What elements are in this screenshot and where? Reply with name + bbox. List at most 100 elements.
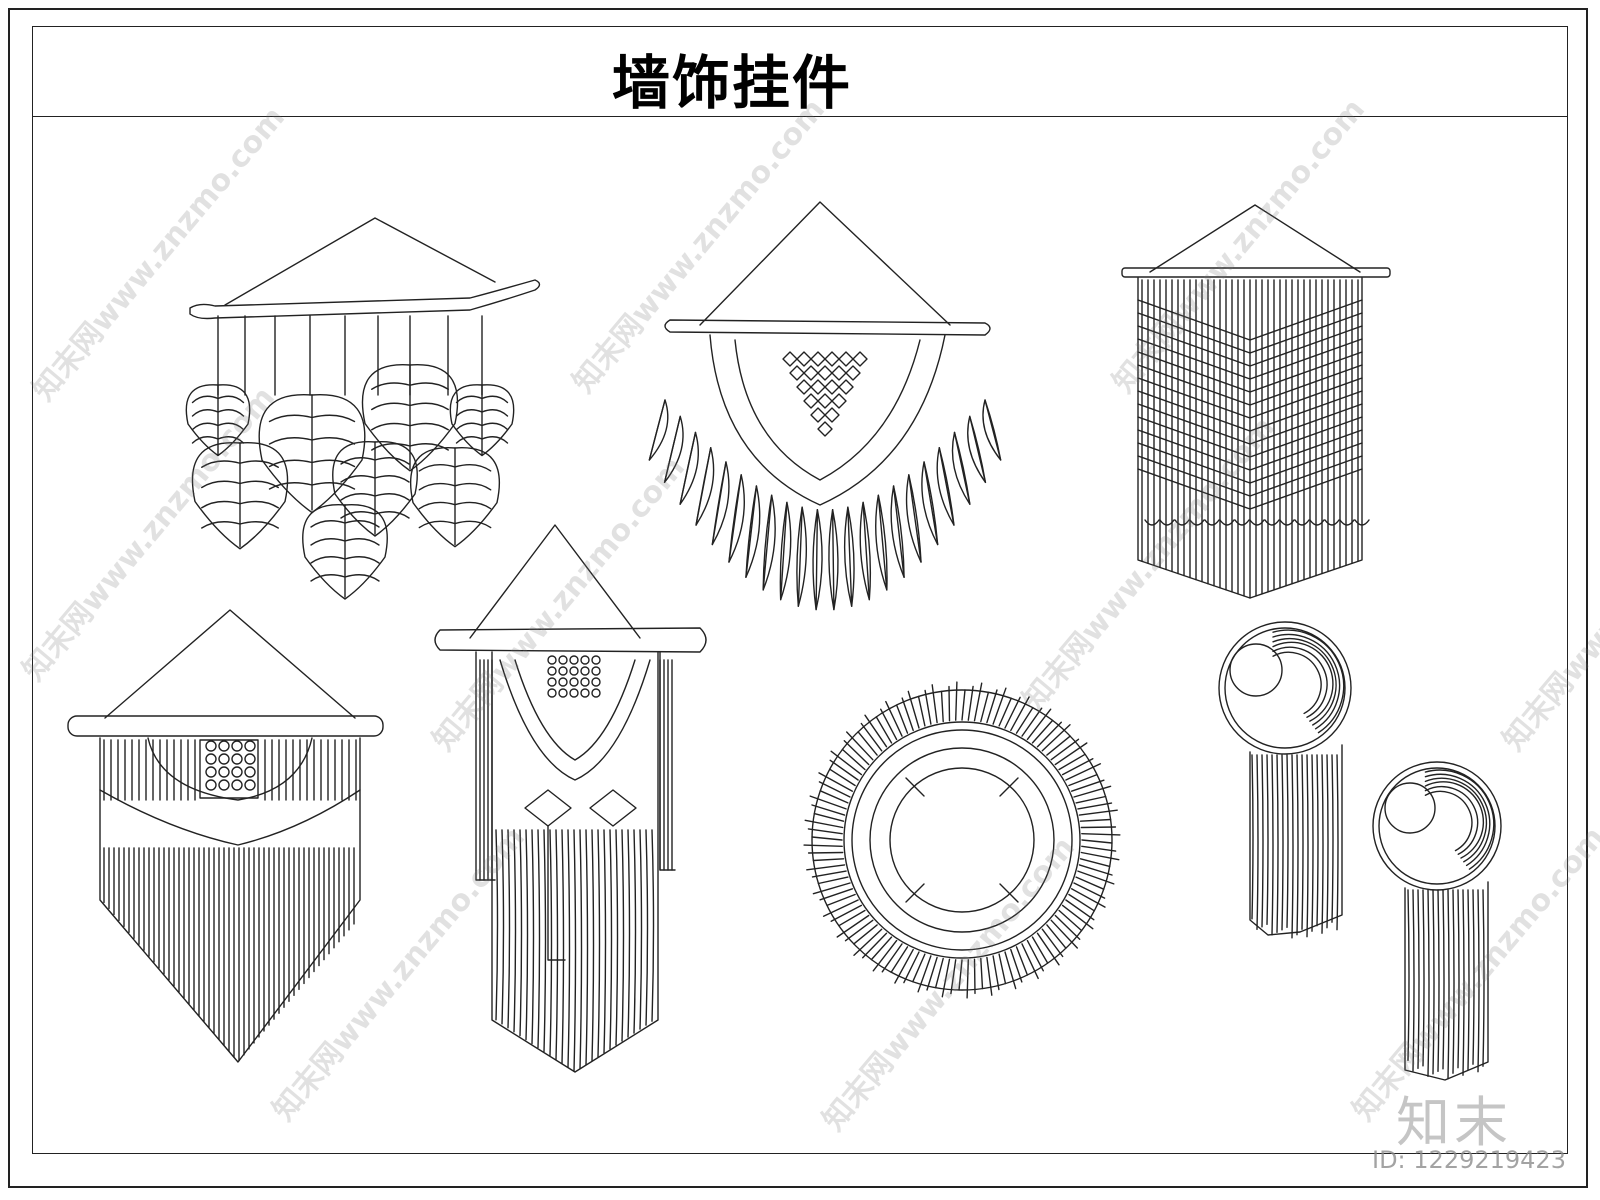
chevron-row [1137, 403, 1363, 445]
knot-ring [218, 753, 230, 765]
knot-ring [580, 666, 590, 676]
mirror-fringe [1021, 943, 1039, 980]
leaf-vein [268, 437, 313, 445]
tassel-knot [1339, 519, 1355, 526]
knot-ring [244, 753, 256, 765]
leaf-vein [310, 520, 346, 528]
drawing-frame-inner [32, 26, 1568, 1154]
chevron-row [1137, 338, 1363, 380]
mirror-fringe [812, 882, 851, 895]
moon-dreamcatcher-lower [1372, 761, 1502, 1081]
knot-ring [547, 688, 557, 698]
leaf-vein [239, 480, 279, 489]
mirror-fringe [901, 697, 914, 732]
mirror-fringe [1010, 948, 1023, 983]
knot-ring [231, 779, 243, 791]
leaf-shape [409, 447, 501, 548]
mirror-fringe [811, 804, 846, 816]
mirror-fringe [1075, 795, 1107, 804]
moon-arc [1272, 641, 1334, 722]
knot-ring [591, 688, 601, 698]
knot-ring [244, 740, 256, 752]
feather-spine [745, 485, 758, 578]
leaf-vein [310, 538, 346, 546]
tassel-knot [1174, 519, 1190, 526]
mirror-fringe [885, 700, 903, 737]
leaf-vein [340, 457, 376, 465]
leaf-vein [418, 463, 456, 472]
mirror-fringe [980, 957, 984, 990]
leaf-vein [481, 422, 509, 431]
macrame-strand [609, 829, 613, 1050]
mirror-fringe [1054, 742, 1088, 766]
tassel-knot [1234, 519, 1250, 526]
mirror-fringe [818, 772, 854, 792]
leaf-vein [217, 395, 245, 404]
sheet-title: 墙饰挂件 [612, 49, 853, 117]
leaf-vein [374, 493, 410, 501]
tassel-knot [1294, 519, 1310, 526]
tassel-knot [1144, 519, 1160, 526]
mirror-fringe [1015, 707, 1034, 734]
leaf-shape [185, 384, 251, 457]
mirror-fringe [1031, 936, 1049, 964]
knot-ring [231, 753, 243, 765]
chevron-row [1137, 325, 1363, 367]
leaf-vein [409, 422, 449, 431]
macrame-strand [513, 829, 517, 1033]
mirror-fringe [1078, 864, 1113, 876]
mirror-fringe [870, 936, 893, 961]
mirror-fringe [950, 959, 957, 995]
dreamcatcher-strand [1281, 754, 1284, 931]
leaf-wall-hanging [185, 217, 541, 600]
dreamcatcher-strand [1407, 889, 1410, 1061]
mirror-fringe [807, 851, 844, 854]
knot-mesh [782, 351, 798, 367]
mirror-fringe [841, 748, 866, 771]
knot-ring [569, 688, 579, 698]
mirror-fringe [881, 943, 903, 973]
dreamcatcher-strand [1442, 889, 1445, 1070]
mirror-fringe [1068, 893, 1095, 912]
leaf-vein [454, 463, 492, 472]
mirror-fringe [803, 844, 843, 847]
macrame-strand [651, 829, 655, 1022]
knot-mesh [817, 393, 833, 409]
mirror-fringe [819, 888, 854, 901]
macrame-strand [633, 829, 637, 1034]
dreamcatcher-strand [1477, 889, 1480, 1073]
knot-mesh [817, 421, 833, 437]
macrame-strand [531, 829, 535, 1045]
knot-mesh [803, 393, 819, 409]
moon-arc [1272, 651, 1322, 715]
knot-ring [591, 677, 601, 687]
feather-spine [762, 494, 773, 591]
dreamcatcher-strand [1447, 889, 1450, 1080]
dreamcatcher-strand [1462, 889, 1465, 1076]
leaf-vein [481, 436, 509, 444]
chevron-row [1137, 455, 1363, 497]
dreamcatcher-strand [1321, 754, 1324, 934]
dreamcatcher-strand [1266, 754, 1269, 925]
chevron-row [1137, 442, 1363, 484]
dreamcatcher-strand [1286, 754, 1289, 928]
dreamcatcher-strand [1432, 889, 1435, 1075]
macrame-strand [639, 829, 643, 1030]
mirror-fringe [1078, 809, 1118, 816]
dreamcatcher-strand [1326, 754, 1329, 929]
macrame-strand [573, 829, 577, 1073]
mirror-fringe [1073, 785, 1112, 798]
knot-ring [205, 753, 217, 765]
moon-arc [1424, 777, 1488, 863]
knot-ring [231, 740, 243, 752]
leaf-vein [201, 480, 241, 489]
leaf-vein [268, 459, 313, 468]
tassel-knot [1189, 519, 1205, 526]
macrame-curve [514, 659, 636, 761]
mirror-fringe [872, 939, 898, 972]
macrame-curve [499, 659, 651, 781]
leaf-vein [418, 482, 456, 491]
macrame-strand [585, 829, 589, 1066]
dreamcatcher-strand [1472, 889, 1475, 1065]
feather-spine [663, 415, 681, 484]
